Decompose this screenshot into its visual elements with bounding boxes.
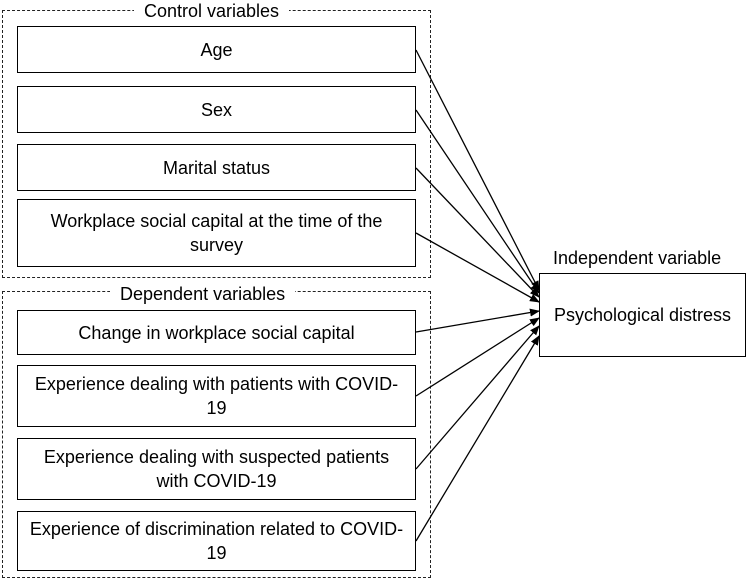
arrow-patients-covid — [415, 317, 540, 397]
arrow-marital-status — [415, 167, 540, 298]
arrow-sex — [415, 109, 540, 294]
control-box-age: Age — [17, 26, 416, 73]
arrow-suspected-patients-covid — [415, 325, 540, 470]
independent-variable-heading: Independent variable — [553, 248, 722, 268]
arrow-workplace-social-capital — [415, 232, 540, 303]
psychological-distress-box: Psychological distress — [539, 273, 746, 357]
arrow-change-social-capital — [415, 308, 540, 333]
arrow-discrimination-covid — [415, 335, 540, 542]
control-box-sex: Sex — [17, 86, 416, 133]
dependent-box-suspected-patients-covid: Experience dealing with suspected patien… — [17, 438, 416, 500]
control-variables-title: Control variables — [134, 0, 290, 22]
dependent-box-discrimination-covid: Experience of discrimination related to … — [17, 511, 416, 571]
arrow-age — [415, 49, 540, 291]
dependent-box-change-social-capital: Change in workplace social capital — [17, 310, 416, 355]
control-box-marital-status: Marital status — [17, 144, 416, 191]
control-box-workplace-social-capital: Workplace social capital at the time of … — [17, 199, 416, 267]
dependent-box-patients-covid: Experience dealing with patients with CO… — [17, 365, 416, 427]
dependent-variables-title: Dependent variables — [110, 283, 296, 305]
